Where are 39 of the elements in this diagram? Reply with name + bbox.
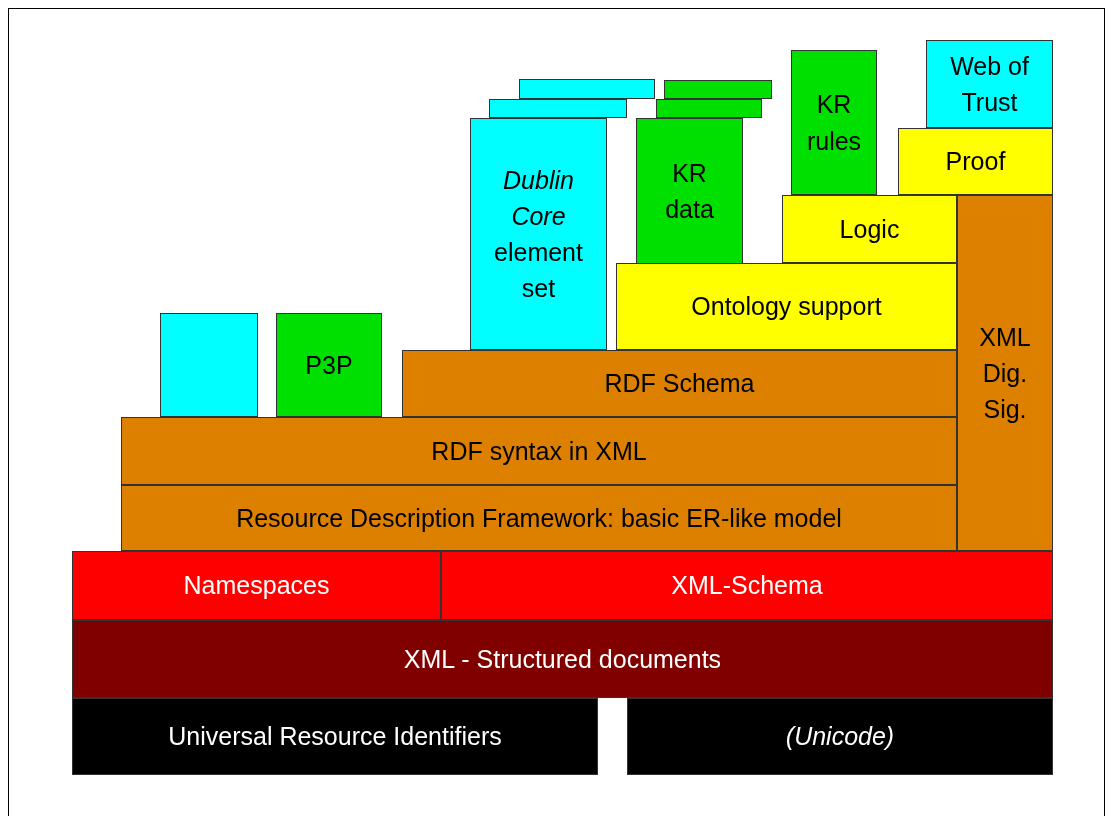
layer-label: XML-Schema — [671, 570, 823, 602]
layer-card — [791, 50, 877, 195]
layer-block — [72, 698, 598, 775]
layer-label: Resource Description Framework: basic ER-like model — [236, 502, 842, 534]
layer-label: Namespaces — [183, 570, 330, 602]
layer-block — [121, 485, 957, 551]
layer-block — [72, 551, 441, 620]
layer-card — [656, 99, 762, 118]
layer-block — [926, 40, 1053, 128]
layer-block — [616, 263, 957, 350]
layer-block — [441, 551, 1053, 620]
layer-card — [664, 80, 772, 99]
layer-label: Ontology support — [691, 291, 882, 323]
layer-block — [72, 620, 1053, 698]
layer-label: Web of Trust — [949, 50, 1030, 118]
layer-label: XML Dig. Sig. — [978, 321, 1032, 426]
layer-block — [898, 128, 1053, 195]
layer-label: Logic — [839, 213, 900, 245]
layer-block — [957, 195, 1053, 551]
layer-label: RDF syntax in XML — [431, 435, 647, 467]
layer-label: RDF Schema — [604, 368, 755, 400]
layer-block — [782, 195, 957, 263]
layer-label: KR rules — [805, 89, 863, 157]
layer-card — [276, 313, 382, 417]
layer-label: KR data — [664, 157, 715, 225]
layer-block — [627, 698, 1053, 775]
layer-label: (Unicode) — [785, 721, 895, 753]
layer-card — [160, 313, 258, 417]
layer-label: Universal Resource Identifiers — [168, 721, 502, 753]
layer-label: Proof — [945, 146, 1006, 178]
layer-block — [402, 350, 957, 417]
layer-label: P3P — [305, 349, 353, 381]
layer-label: Dublin Core element set — [493, 164, 584, 305]
layer-card — [519, 79, 655, 99]
layer-label: XML - Structured documents — [403, 643, 722, 675]
layer-card — [636, 118, 743, 264]
layer-card — [470, 118, 607, 350]
layer-card — [489, 99, 627, 118]
layer-block — [121, 417, 957, 485]
